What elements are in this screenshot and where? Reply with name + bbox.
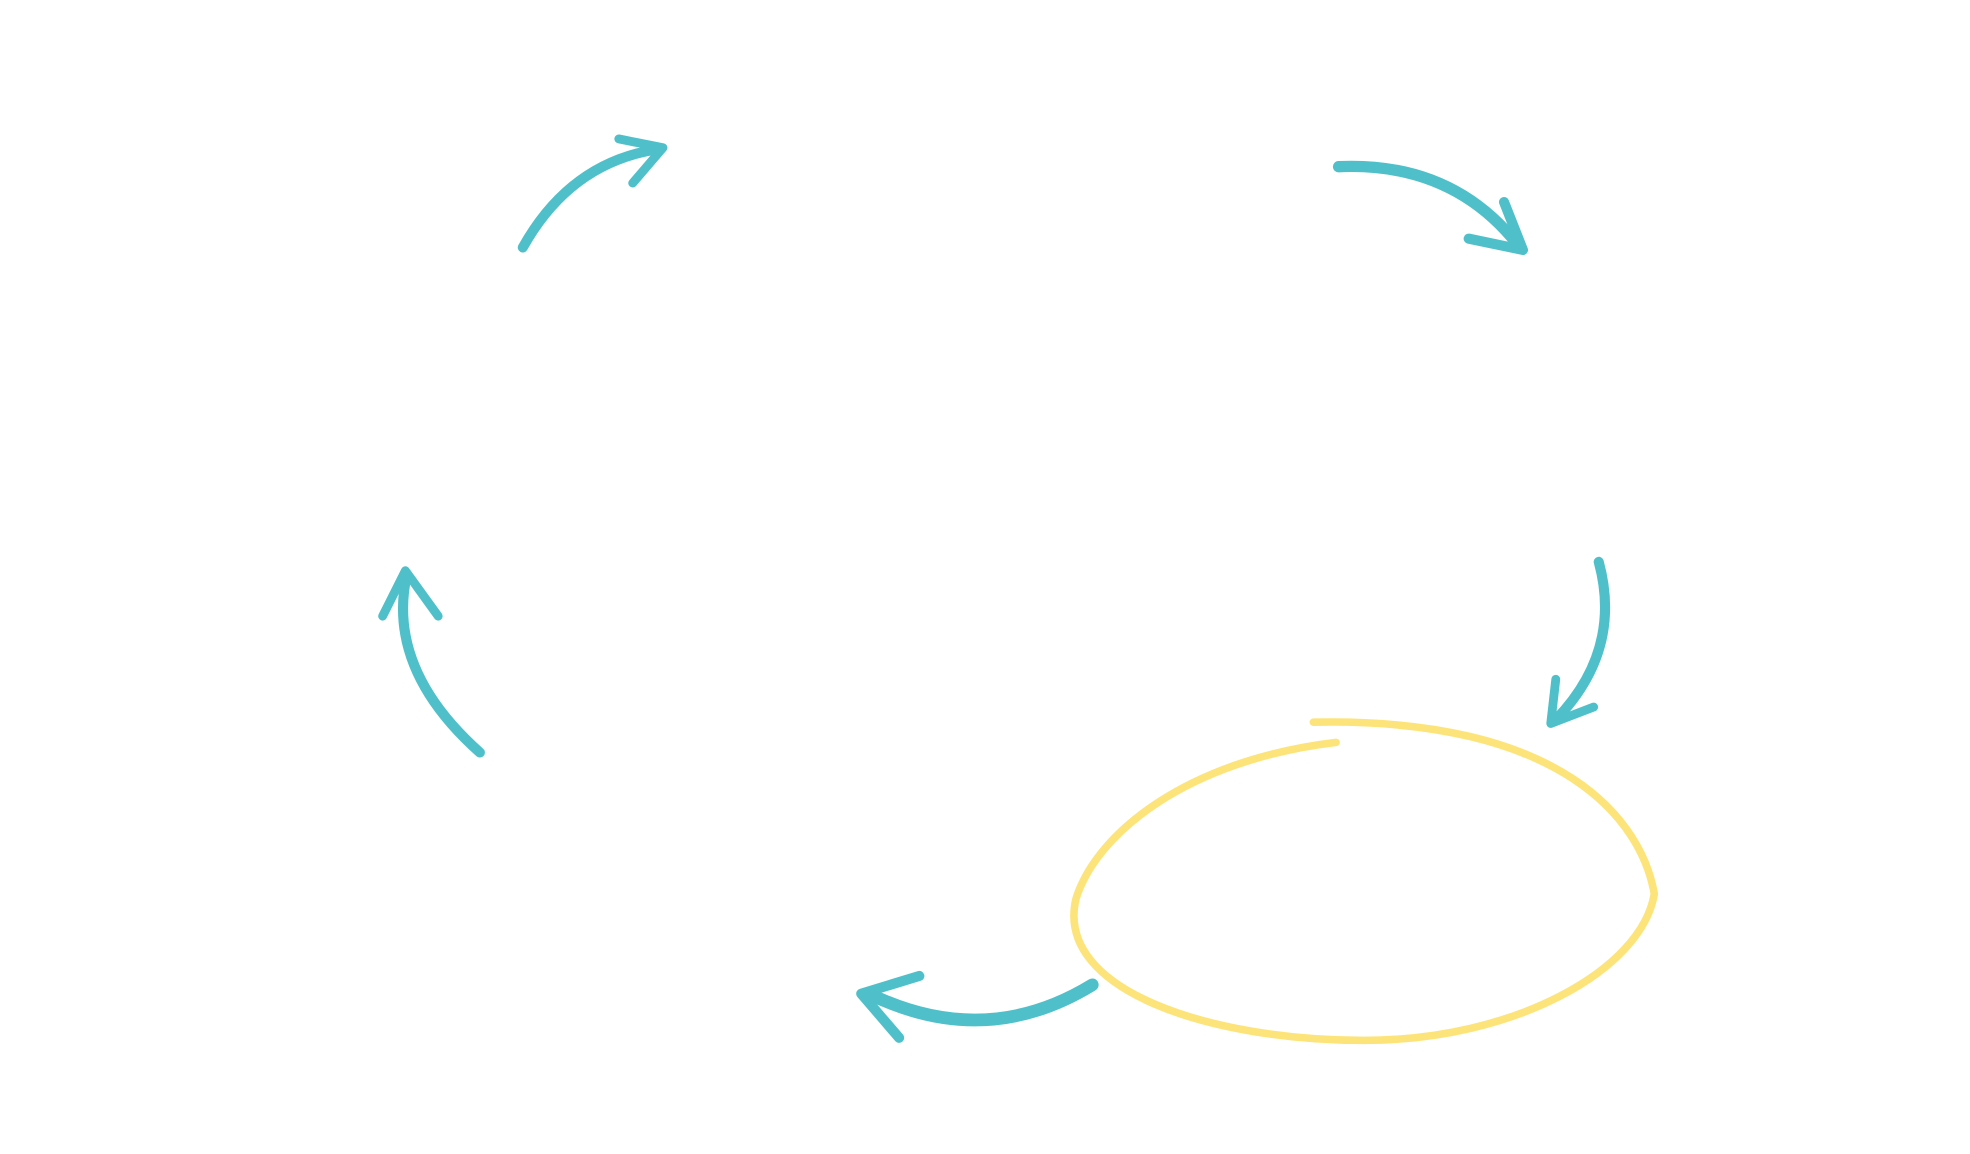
arrow-left-shaft xyxy=(398,570,485,758)
arrow-bottom-head xyxy=(856,970,925,1043)
arrow-left xyxy=(378,566,485,758)
highlight-ellipse xyxy=(1070,718,1659,1045)
arrow-top-right-head xyxy=(1463,196,1529,256)
arrow-top-left xyxy=(517,134,668,253)
arrow-right-shaft xyxy=(1550,556,1611,725)
arrow-top-left-shaft xyxy=(517,143,665,253)
arrow-top-right xyxy=(1332,160,1529,256)
arrow-bottom xyxy=(856,970,1099,1043)
arrow-left-head xyxy=(378,566,443,621)
arrow-bottom-shaft xyxy=(862,978,1099,1027)
arrow-top-left-head xyxy=(614,134,668,188)
arrow-top-right-shaft xyxy=(1332,160,1524,251)
arrow-right-head xyxy=(1546,674,1599,728)
highlight-ellipse-stroke xyxy=(1070,718,1659,1045)
arrow-right xyxy=(1546,556,1611,728)
